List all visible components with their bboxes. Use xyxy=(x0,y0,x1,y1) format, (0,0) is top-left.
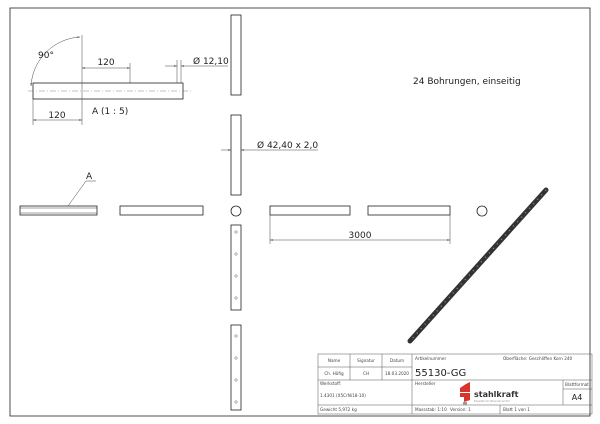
dim-angle: 90° xyxy=(38,51,54,61)
logo-subtext: Edelstahl Großhandel GmbH xyxy=(474,399,510,403)
section-marker: A xyxy=(86,172,93,182)
scale: Massstab: 1:10 xyxy=(415,407,447,412)
tube-isometric-view xyxy=(407,187,549,344)
header-signature: Signatur xyxy=(357,358,375,363)
article-label: Artikelnummer xyxy=(415,356,446,361)
drawn-by-signature: CH xyxy=(363,371,369,376)
header-date: Datum xyxy=(390,358,404,363)
dim-first-hole: 120 xyxy=(48,111,65,121)
tube-top-view xyxy=(230,14,242,411)
header-name: Name xyxy=(328,358,341,363)
material: 1.4301 (X5CrNi18-10) xyxy=(320,393,366,398)
logo-text: stahlkraft xyxy=(474,390,519,399)
drawn-date: 18.03.2020 xyxy=(385,371,409,376)
tube-side-view xyxy=(19,205,488,217)
version: Version: 1 xyxy=(450,407,471,412)
sheet-format-label: Blattformat xyxy=(565,382,589,387)
dim-tube-spec: Ø 42,40 x 2,0 xyxy=(257,140,318,151)
title-block: Name Signatur Datum Ch. Höfig CH 18.03.2… xyxy=(317,353,593,415)
surface-finish: Oberfläche: Geschliffen Korn 240 xyxy=(503,356,573,361)
drawing-border xyxy=(9,7,591,417)
stahlkraft-logo: stahlkraft Edelstahl Großhandel GmbH xyxy=(460,382,519,405)
manufacturer-label: Hersteller xyxy=(415,381,436,386)
article-number: 55130-GG xyxy=(415,368,466,379)
dim-hole-diameter: Ø 12,10 xyxy=(193,56,229,67)
detail-view-a: 120 Ø 12,10 120 A (1 : 5) 90° xyxy=(28,35,229,125)
drawn-by-name: Ch. Höfig xyxy=(324,371,344,376)
dim-hole-spacing: 120 xyxy=(97,58,114,68)
material-label: Werkstoff: xyxy=(320,381,341,386)
detail-label: A (1 : 5) xyxy=(92,107,128,117)
dim-length: 3000 xyxy=(349,231,372,241)
drilling-note: 24 Bohrungen, einseitig xyxy=(413,77,521,87)
sheet-number: Blatt 1 von 1 xyxy=(503,407,530,412)
sheet-format: A4 xyxy=(572,393,583,402)
weight: Gewicht 5,972 kg xyxy=(320,407,357,412)
